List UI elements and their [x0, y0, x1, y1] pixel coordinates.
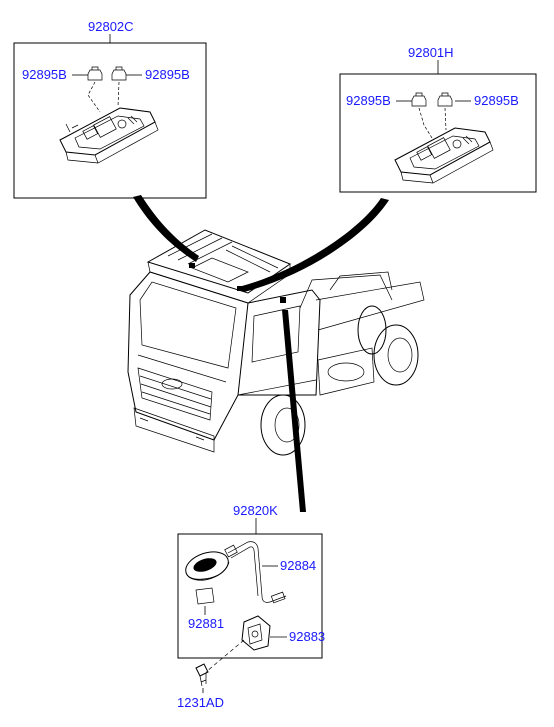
- label-bulb-3[interactable]: 92895B: [346, 93, 391, 108]
- label-lamp-right-assy[interactable]: 92801H: [408, 45, 454, 60]
- label-pad[interactable]: 92881: [188, 616, 224, 631]
- truck-illustration: [127, 229, 425, 456]
- label-bulb-4[interactable]: 92895B: [474, 93, 519, 108]
- bulb-icon: [87, 66, 103, 81]
- lamp-left-group: 92802C 92895B 92895B: [13, 19, 207, 199]
- label-bulb-2[interactable]: 92895B: [145, 67, 190, 82]
- pointer-curves: [133, 195, 389, 512]
- harness-box: [177, 533, 323, 659]
- cable-icon: [224, 541, 287, 604]
- label-harness-assy[interactable]: 92820K: [233, 503, 278, 518]
- bulb-icon: [411, 92, 427, 107]
- room-lamp-right-icon: [394, 127, 494, 184]
- lamp-right-box: [339, 73, 537, 193]
- label-lamp-left-assy[interactable]: 92802C: [88, 19, 134, 34]
- label-bulb-1[interactable]: 92895B: [22, 67, 67, 82]
- screw-icon: [195, 663, 209, 687]
- sensor-unit-icon: [185, 551, 230, 581]
- bulb-icon: [111, 66, 127, 81]
- label-screw[interactable]: 1231AD: [177, 695, 224, 710]
- room-lamp-left-icon: [59, 107, 159, 164]
- pad-icon: [195, 587, 215, 605]
- harness-group: 92820K 92884 92881 92883: [177, 503, 325, 673]
- bracket-icon: [241, 615, 271, 651]
- screw-group: 1231AD: [177, 663, 224, 710]
- lamp-right-group: 92801H 92895B 92895B: [339, 45, 537, 193]
- bulb-icon: [437, 92, 453, 107]
- lamp-left-box: [13, 42, 207, 199]
- label-bracket[interactable]: 92883: [289, 629, 325, 644]
- label-cable[interactable]: 92884: [280, 558, 316, 573]
